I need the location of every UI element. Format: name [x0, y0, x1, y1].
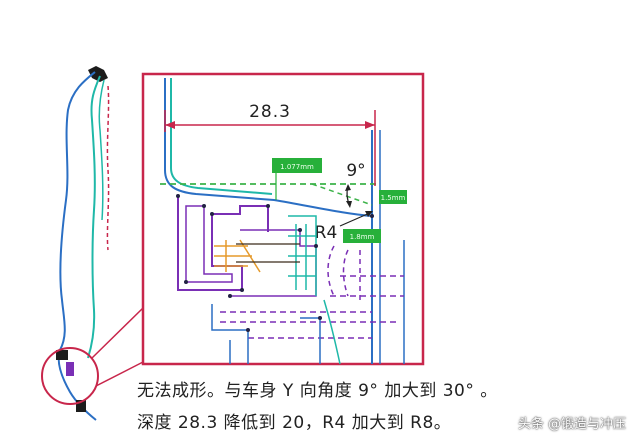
- dimension-label: 28.3: [249, 102, 291, 122]
- vertex-dots: [176, 194, 374, 332]
- reference-dashed-line: [311, 183, 373, 206]
- fixture-outline: [288, 215, 317, 296]
- watermark: 头条 @锻造与冲压: [517, 417, 626, 432]
- overview-sketch: [41, 66, 144, 421]
- measurement-tag: 1.077mm: [272, 158, 322, 200]
- caption-line-2: 深度 28.3 降低到 20，R4 加大到 R8。: [137, 413, 452, 433]
- zoom-connector: [95, 361, 144, 387]
- measurement-tag: 1.8mm: [343, 229, 381, 243]
- dimension-arrow: [365, 121, 375, 129]
- top-bracket: [88, 66, 108, 82]
- lower-step-outline: [323, 299, 341, 365]
- zoom-circle: [41, 347, 99, 405]
- overview-inner-profile: [87, 75, 101, 359]
- detail-content: 28.3 9° R4 1.077mm 1.5mm 1.8mm: [160, 78, 407, 365]
- overview-detail-block: [76, 400, 86, 412]
- sheet-contour-outer: [164, 78, 373, 217]
- detail-frame: [141, 72, 425, 366]
- sheet-contour-inner: [170, 78, 273, 195]
- tool-outline-dashed: [327, 245, 361, 300]
- svg-text:1.8mm: 1.8mm: [350, 233, 375, 241]
- overview-outer-profile: [57, 71, 97, 421]
- overview-detail-block: [56, 350, 68, 360]
- zoom-connector: [91, 307, 144, 359]
- dimension-arrow: [165, 121, 175, 129]
- radius-leader: [339, 211, 373, 227]
- pin-detail: [214, 239, 261, 273]
- overview-reference-line: [106, 85, 110, 251]
- overview-detail-block: [66, 362, 74, 376]
- angle-arrow: [346, 201, 352, 208]
- pin-detail-dark: [236, 243, 300, 263]
- angle-label: 9°: [346, 161, 365, 181]
- tool-outline: [177, 196, 269, 291]
- tool-outline-dashed: [220, 275, 404, 339]
- tool-outline: [230, 229, 317, 297]
- radius-label: R4: [315, 223, 338, 243]
- svg-text:1.5mm: 1.5mm: [381, 194, 406, 202]
- caption-line-1: 无法成形。与车身 Y 向角度 9° 加大到 30° 。: [137, 381, 498, 401]
- svg-text:1.077mm: 1.077mm: [280, 163, 314, 171]
- measurement-tag: 1.5mm: [379, 190, 407, 204]
- overview-inner-profile-2: [98, 79, 105, 221]
- angle-arrow: [345, 184, 351, 191]
- radius-arrow: [365, 211, 373, 217]
